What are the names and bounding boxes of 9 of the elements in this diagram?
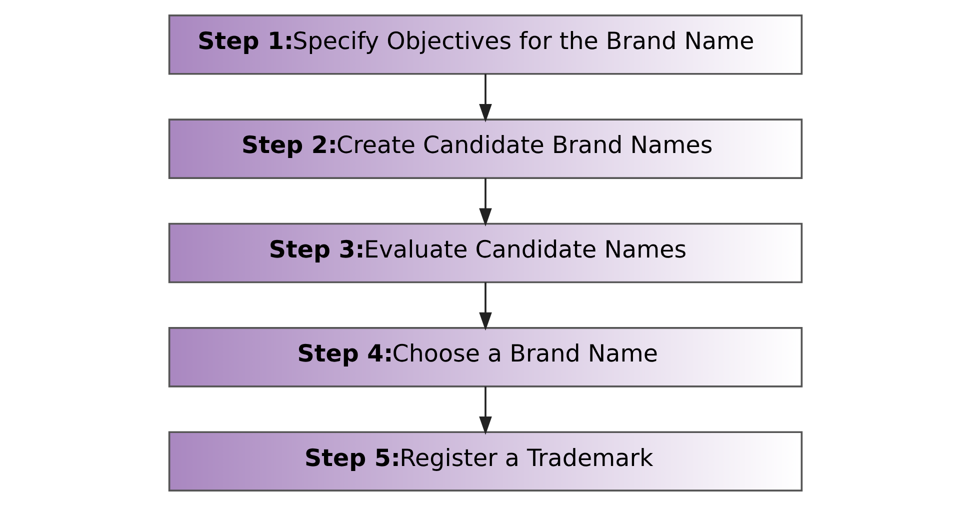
- node-box: Step 2:Create Candidate Brand Names: [168, 118, 803, 179]
- arrow: [479, 282, 492, 331]
- arrow: [479, 74, 492, 122]
- arrow: [479, 178, 492, 226]
- node-box: Step 3:Evaluate Candidate Names: [168, 222, 803, 284]
- node-box: Step 1:Specify Objectives for the Brand Name: [168, 14, 803, 75]
- arrow: [479, 386, 492, 435]
- node-box: Step 4:Choose a Brand Name: [168, 327, 803, 388]
- node-box: Step 5:Register a Trademark: [168, 431, 803, 492]
